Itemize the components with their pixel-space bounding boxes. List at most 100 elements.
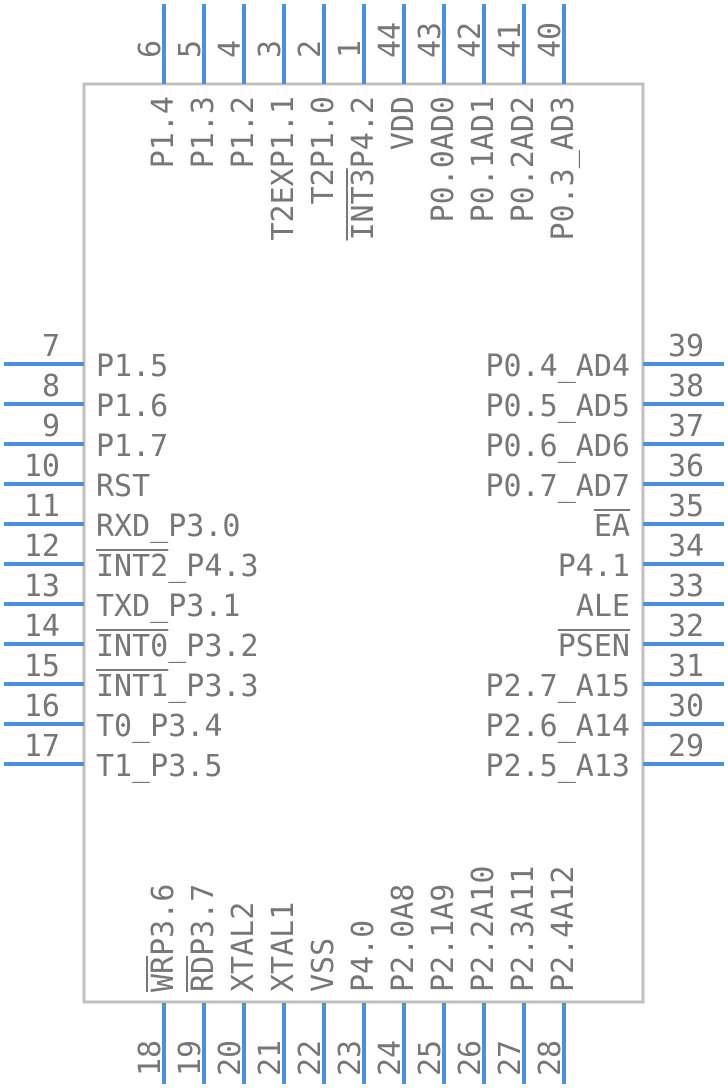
pin-number: 33 <box>668 569 704 604</box>
pin-label: INT1_P3.3 <box>96 669 259 704</box>
pin-number: 1 <box>333 40 368 58</box>
left-pin-row: 7P1.58P1.69P1.710RST11RXD_P3.012INT2_P4.… <box>4 329 259 784</box>
pin-number: 4 <box>213 40 248 58</box>
pin-number: 14 <box>24 609 60 644</box>
pin-number: 7 <box>42 329 60 364</box>
pin-number: 19 <box>173 1040 208 1076</box>
pin-number: 12 <box>24 529 60 564</box>
pin-label: XTAL1 <box>266 902 301 992</box>
pin-label: XTAL2 <box>226 902 261 992</box>
pin-label: P1.6 <box>96 389 168 424</box>
pin-7: 7P1.5 <box>4 329 168 384</box>
pin-label: P0.5_AD5 <box>486 389 631 424</box>
pin-5: 5P1.3 <box>173 4 221 168</box>
pin-number: 41 <box>493 22 528 58</box>
pin-number: 27 <box>493 1040 528 1076</box>
pin-label: T0_P3.4 <box>96 709 222 744</box>
pin-label: P2.6_A14 <box>486 709 631 744</box>
pin-label: P0.4_AD4 <box>486 349 631 384</box>
pin-number: 44 <box>373 22 408 58</box>
pin-number: 42 <box>453 22 488 58</box>
pin-label: P1.7 <box>96 429 168 464</box>
pin-number: 18 <box>133 1040 168 1076</box>
pin-label: PSEN <box>558 629 630 664</box>
pin-label: INT0_P3.2 <box>96 629 259 664</box>
pin-label: P0.1AD1 <box>466 96 501 222</box>
pin-28: 28 P2.4A12 <box>533 866 581 1084</box>
ic-body <box>82 82 645 1004</box>
pin-8: 8P1.6 <box>4 369 168 424</box>
pin-number: 9 <box>42 409 60 444</box>
pin-label: P4.0 <box>346 920 381 992</box>
pin-label: P0.3_AD3 <box>546 96 581 241</box>
pin-number: 3 <box>253 40 288 58</box>
pin-label: INT2_P4.3 <box>96 549 259 584</box>
pin-22: 22 VSS <box>293 938 341 1084</box>
pin-number: 28 <box>533 1040 568 1076</box>
pin-label: VDD <box>386 96 421 150</box>
pin-label: T1_P3.5 <box>96 749 222 784</box>
pin-label: P2.4A12 <box>546 866 581 992</box>
pin-number: 8 <box>42 369 60 404</box>
pin-4: 4P1.2 <box>213 4 261 168</box>
pin-label: P2.2A10 <box>466 866 501 992</box>
pin-number: 43 <box>413 22 448 58</box>
pin-label: P1.4 <box>146 96 181 168</box>
pin-6: 6P1.4 <box>133 4 181 168</box>
pin-number: 31 <box>668 649 704 684</box>
right-pin-row: 39P0.4_AD438P0.5_AD537P0.6_AD636P0.7_AD7… <box>486 329 724 784</box>
pin-number: 6 <box>133 40 168 58</box>
top-pin-row: 6P1.45P1.34P1.23T2EXP1.12T2P1.01INT3P4.2… <box>133 4 581 241</box>
pin-label: EA <box>594 509 630 544</box>
pin-number: 39 <box>668 329 704 364</box>
pin-label: P0.7_AD7 <box>486 469 631 504</box>
pin-label: P2.7_A15 <box>486 669 631 704</box>
pin-number: 20 <box>213 1040 248 1076</box>
pin-20: 20 XTAL2 <box>213 902 261 1084</box>
pin-number: 10 <box>24 449 60 484</box>
pin-number: 24 <box>373 1040 408 1076</box>
pin-number: 38 <box>668 369 704 404</box>
pin-label: P0.0AD0 <box>426 96 461 222</box>
pin-label: RDP3.7 <box>186 884 221 992</box>
pin-number: 22 <box>293 1040 328 1076</box>
pin-label: VSS <box>306 938 341 992</box>
pin-label: T2P1.0 <box>306 96 341 204</box>
pin-label: P0.2AD2 <box>506 96 541 222</box>
pin-26: 26 P2.2A10 <box>453 866 501 1084</box>
pin-number: 26 <box>453 1040 488 1076</box>
pin-label: P2.1A9 <box>426 884 461 992</box>
pin-number: 29 <box>668 729 704 764</box>
pin-19: 19 RDP3.7 <box>173 884 221 1084</box>
pin-label: P0.6_AD6 <box>486 429 631 464</box>
pin-number: 17 <box>24 729 60 764</box>
pin-number: 34 <box>668 529 704 564</box>
pin-number: 36 <box>668 449 704 484</box>
pin-number: 5 <box>173 40 208 58</box>
pin-number: 11 <box>24 489 60 524</box>
pin-number: 15 <box>24 649 60 684</box>
